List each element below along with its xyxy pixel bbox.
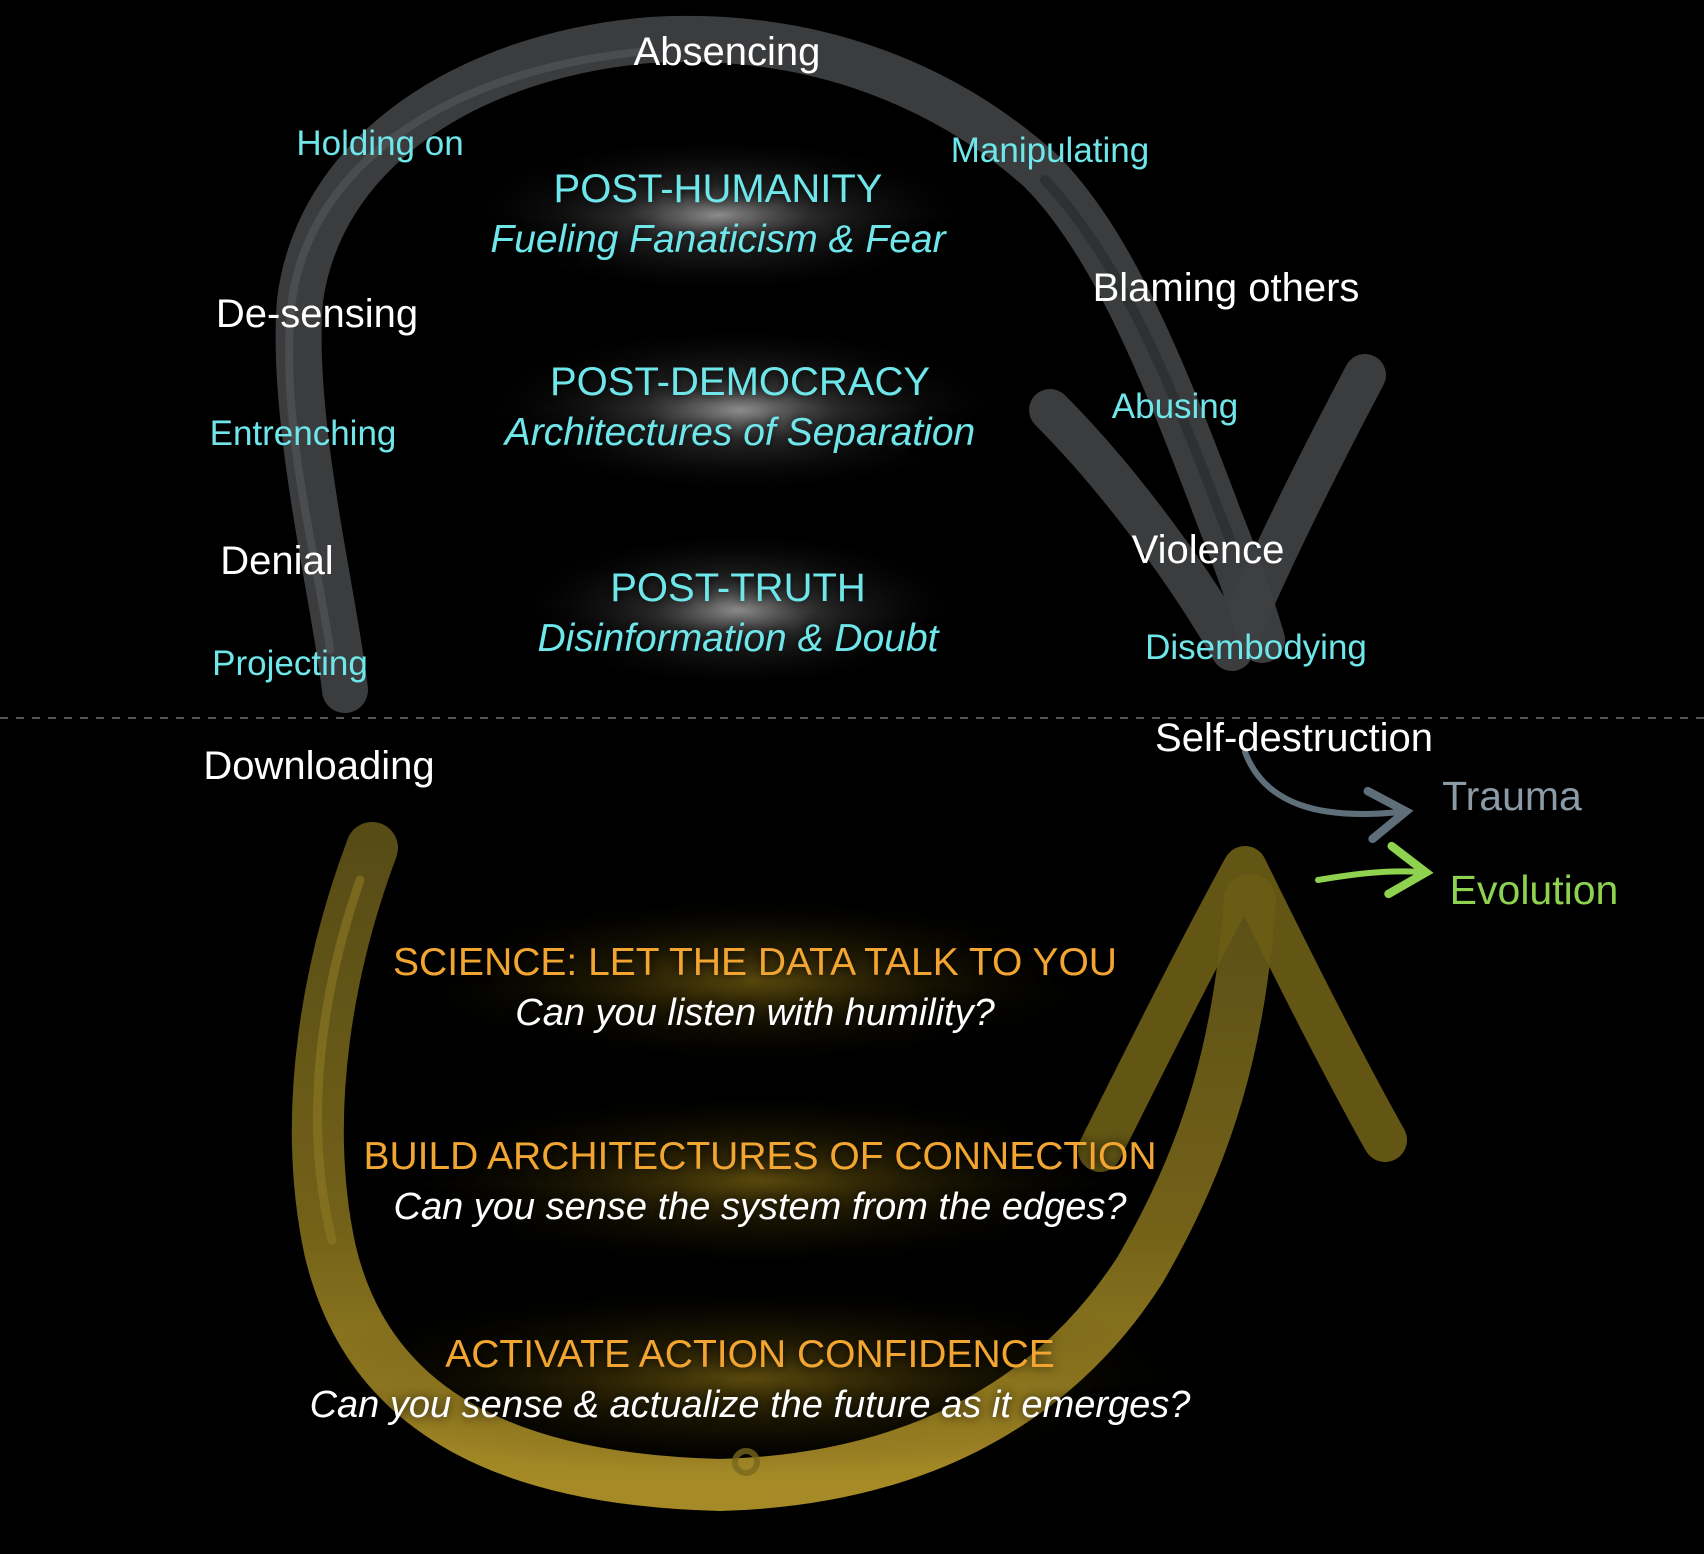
block-heading: ACTIVATE ACTION CONFIDENCE bbox=[445, 1333, 1055, 1376]
block-subtitle: Can you sense the system from the edges? bbox=[393, 1185, 1127, 1228]
block-action-confidence: ACTIVATE ACTION CONFIDENCE Can you sense… bbox=[310, 1330, 1191, 1430]
label-violence: Violence bbox=[1131, 528, 1285, 572]
ascent-arc bbox=[291, 822, 1407, 1512]
block-post-truth: POST-TRUTH Disinformation & Doubt bbox=[537, 562, 938, 665]
block-subtitle: Disinformation & Doubt bbox=[537, 617, 939, 660]
label-downloading: Downloading bbox=[203, 744, 435, 788]
label-evolution: Evolution bbox=[1449, 867, 1619, 913]
block-science: SCIENCE: LET THE DATA TALK TO YOU Can yo… bbox=[393, 938, 1117, 1038]
glow-post-truth bbox=[508, 530, 968, 690]
label-self-destruction: Self-destruction bbox=[1155, 716, 1433, 760]
block-heading: POST-DEMOCRACY bbox=[549, 360, 931, 404]
descent-arc bbox=[275, 16, 1386, 713]
glow-architectures bbox=[370, 1090, 1150, 1270]
label-manipulating: Manipulating bbox=[950, 131, 1150, 170]
block-architectures-of-connection: BUILD ARCHITECTURES OF CONNECTION Can yo… bbox=[363, 1132, 1156, 1232]
block-heading: POST-HUMANITY bbox=[553, 167, 883, 211]
trauma-arrow bbox=[1242, 749, 1414, 844]
block-subtitle: Can you sense & actualize the future as … bbox=[309, 1383, 1191, 1426]
glow-post-democracy bbox=[470, 325, 1010, 495]
block-heading: SCIENCE: LET THE DATA TALK TO YOU bbox=[393, 941, 1117, 984]
label-trauma: Trauma bbox=[1442, 773, 1582, 819]
glow-action bbox=[290, 1283, 1210, 1473]
glow-post-humanity bbox=[458, 135, 978, 295]
block-subtitle: Can you listen with humility? bbox=[515, 991, 995, 1034]
label-entrenching: Entrenching bbox=[209, 414, 397, 453]
label-disembodying: Disembodying bbox=[1145, 628, 1367, 667]
block-post-democracy: POST-DEMOCRACY Architectures of Separati… bbox=[505, 356, 975, 459]
label-abusing: Abusing bbox=[1111, 387, 1239, 426]
evolution-arrow bbox=[1315, 841, 1434, 899]
block-subtitle: Architectures of Separation bbox=[504, 411, 976, 454]
label-absencing: Absencing bbox=[633, 30, 821, 74]
label-holding-on: Holding on bbox=[296, 124, 464, 163]
label-projecting: Projecting bbox=[212, 644, 368, 683]
block-heading: POST-TRUTH bbox=[610, 566, 866, 610]
glow-science bbox=[395, 895, 1115, 1065]
block-heading: BUILD ARCHITECTURES OF CONNECTION bbox=[363, 1135, 1157, 1178]
label-blaming-others: Blaming others bbox=[1092, 266, 1360, 310]
block-subtitle: Fueling Fanaticism & Fear bbox=[490, 218, 946, 261]
block-post-humanity: POST-HUMANITY Fueling Fanaticism & Fear bbox=[490, 163, 945, 266]
label-de-sensing: De-sensing bbox=[215, 292, 419, 336]
label-denial: Denial bbox=[220, 539, 334, 583]
